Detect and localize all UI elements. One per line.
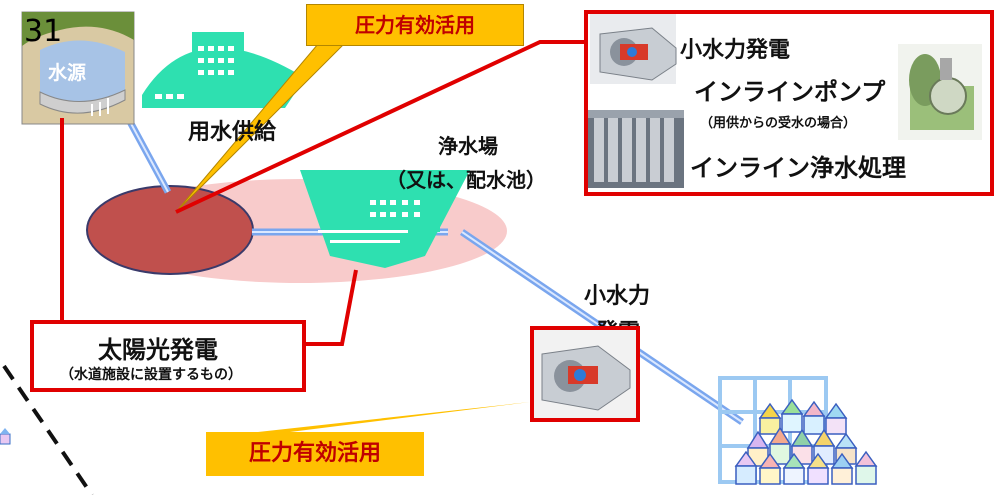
page-number: 31	[24, 14, 63, 49]
inline-treatment-label: インライン浄水処理	[690, 154, 906, 182]
solar-power-label: 太陽光発電	[98, 336, 218, 364]
water-supply-building-icon	[142, 32, 305, 108]
equipment-box	[584, 10, 994, 196]
treatment-plant-alt-label: （又は、配水池）	[386, 168, 546, 192]
water-source-picture	[21, 11, 135, 125]
red-connector-lines	[60, 40, 586, 346]
inline-pump-photo	[898, 44, 982, 140]
pressure-callout-top: 圧力有効活用	[306, 4, 524, 46]
source-label: 水源	[48, 62, 87, 84]
small-house-icon	[0, 428, 11, 445]
inline-pump-label: インラインポンプ	[694, 78, 886, 106]
small-hydro-label: 小水力発電	[680, 38, 791, 63]
solar-power-note: （水道施設に設置するもの）	[60, 367, 242, 383]
treatment-plant-building-icon	[300, 170, 470, 268]
small-hydro-site-box	[530, 326, 640, 422]
reservoir-ellipse	[86, 185, 254, 275]
water-supply-label: 用水供給	[188, 120, 277, 145]
small-hydro-site-label: 小水力	[584, 284, 651, 309]
city-houses-icon	[718, 376, 878, 485]
pressure-callout-bottom-pointer	[258, 402, 530, 432]
pressure-callout-bottom: 圧力有効活用	[206, 432, 424, 476]
solar-power-box	[30, 320, 306, 392]
small-hydro-generator-photo	[590, 14, 677, 84]
small-hydro-site-photo	[541, 345, 631, 411]
dashed-boundary-line	[2, 364, 94, 495]
inline-pump-note: （用供からの受水の場合）	[700, 116, 857, 131]
treatment-plant-label: 浄水場	[438, 134, 498, 158]
inline-treatment-photo	[588, 110, 684, 188]
